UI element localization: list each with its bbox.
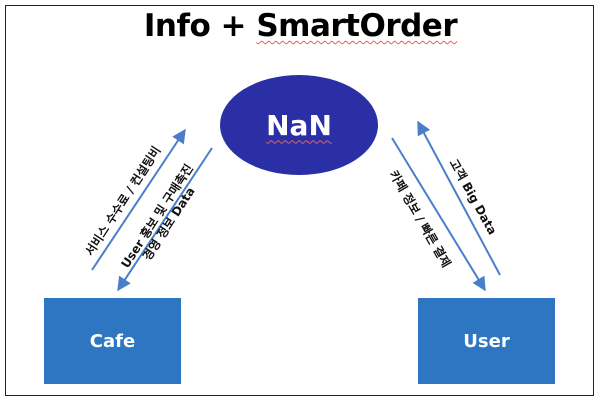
title-prefix: Info + bbox=[143, 8, 257, 44]
hub-node-nan: NaN bbox=[220, 75, 378, 175]
arrow-user-to-hub bbox=[417, 120, 501, 276]
arrow-hub-to-user bbox=[391, 137, 486, 292]
diagram-title: Info + SmartOrder bbox=[0, 8, 601, 44]
cafe-node: Cafe bbox=[44, 298, 181, 384]
cafe-label: Cafe bbox=[89, 330, 136, 352]
title-highlight: SmartOrder bbox=[256, 8, 458, 44]
arrow-hub-to-cafe bbox=[117, 147, 213, 292]
arrow-cafe-to-hub bbox=[91, 128, 186, 271]
user-label: User bbox=[463, 330, 510, 352]
user-node: User bbox=[418, 298, 555, 384]
hub-label: NaN bbox=[266, 108, 332, 142]
